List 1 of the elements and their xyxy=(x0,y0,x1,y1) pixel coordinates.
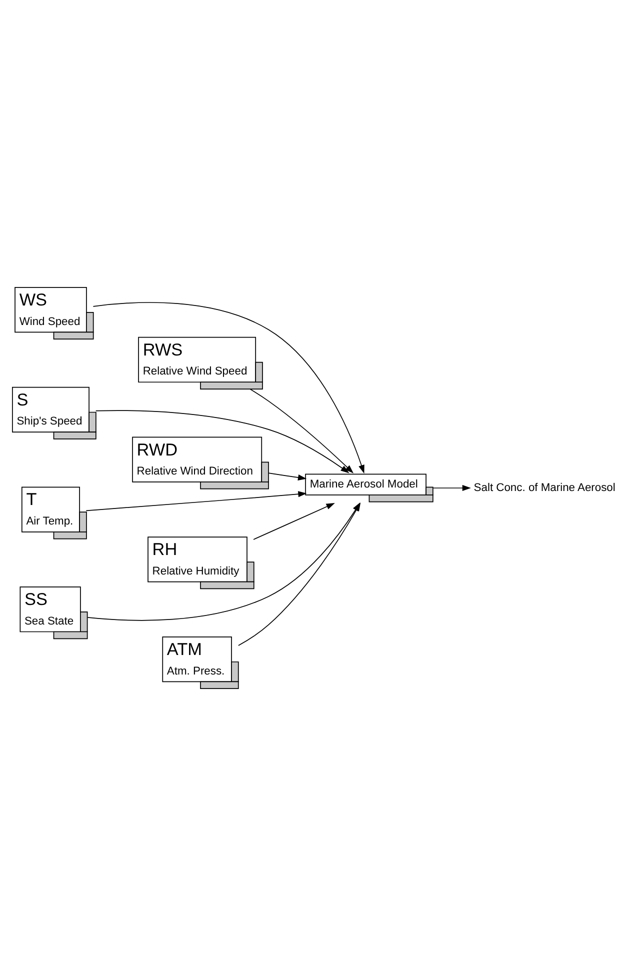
node-text: Salt Conc. of Marine Aerosol xyxy=(474,481,616,494)
